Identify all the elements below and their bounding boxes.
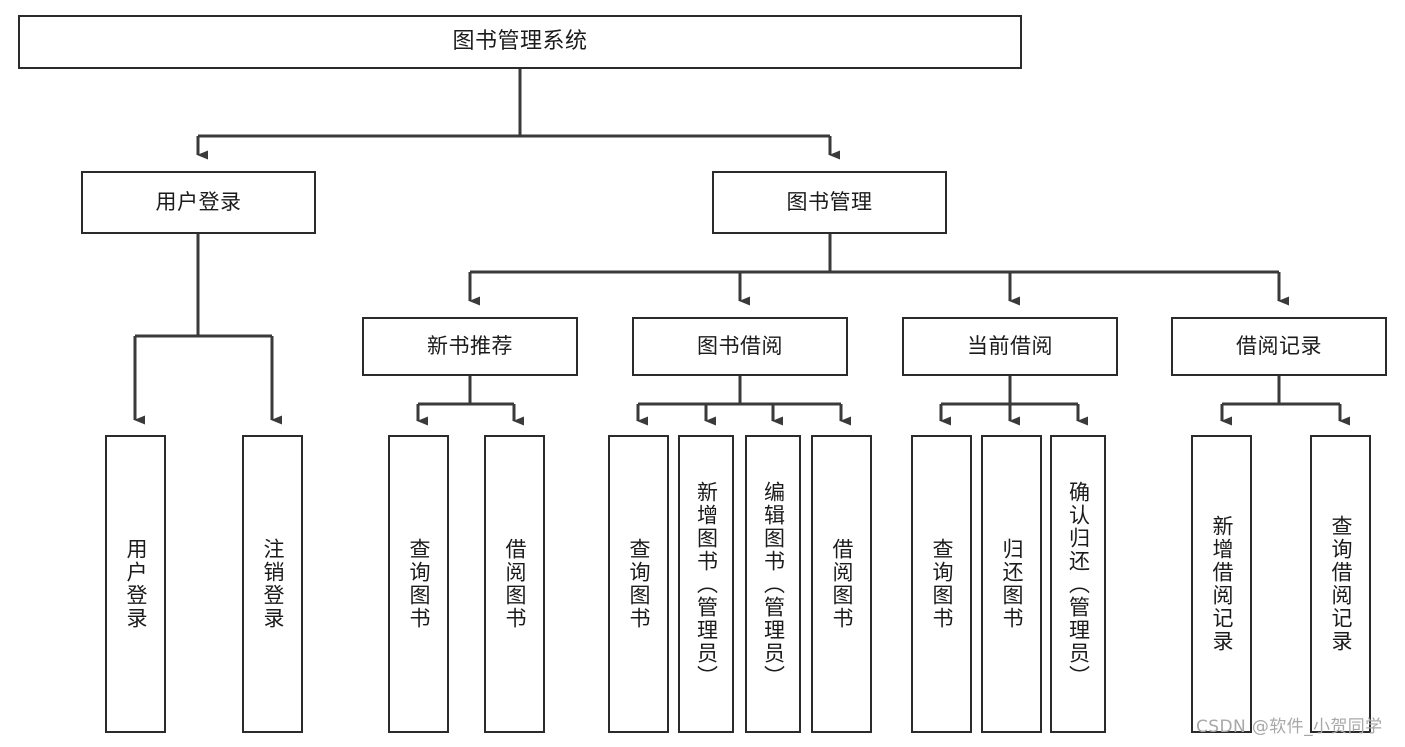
node-leaf-add-book[interactable]: 新增图书（管理员） bbox=[678, 435, 734, 733]
node-leaf-return-book-label: 归还图书 bbox=[1000, 538, 1024, 630]
node-current-borrow[interactable]: 当前借阅 bbox=[902, 317, 1118, 376]
node-leaf-query-book-2[interactable]: 查询图书 bbox=[608, 435, 669, 733]
node-leaf-borrow-book-2[interactable]: 借阅图书 bbox=[811, 435, 872, 733]
node-new-book-rec[interactable]: 新书推荐 bbox=[362, 317, 578, 376]
node-leaf-add-record[interactable]: 新增借阅记录 bbox=[1191, 435, 1252, 733]
node-root-label: 图书管理系统 bbox=[452, 29, 588, 55]
node-leaf-user-login[interactable]: 用户登录 bbox=[105, 435, 166, 733]
node-leaf-query-record-label: 查询借阅记录 bbox=[1329, 515, 1353, 653]
node-leaf-add-record-label: 新增借阅记录 bbox=[1210, 515, 1234, 653]
node-new-book-rec-label: 新书推荐 bbox=[427, 334, 513, 359]
node-leaf-query-book-1-label: 查询图书 bbox=[407, 538, 431, 630]
node-borrow-record-label: 借阅记录 bbox=[1236, 334, 1322, 359]
node-leaf-query-book-2-label: 查询图书 bbox=[627, 538, 651, 630]
node-leaf-query-book-3[interactable]: 查询图书 bbox=[911, 435, 972, 733]
node-book-borrow[interactable]: 图书借阅 bbox=[632, 317, 848, 376]
node-leaf-return-book[interactable]: 归还图书 bbox=[981, 435, 1042, 733]
node-leaf-user-login-label: 用户登录 bbox=[124, 538, 148, 630]
node-leaf-borrow-book-1[interactable]: 借阅图书 bbox=[484, 435, 545, 733]
node-leaf-confirm-return[interactable]: 确认归还（管理员） bbox=[1050, 435, 1106, 733]
node-leaf-query-book-3-label: 查询图书 bbox=[930, 538, 954, 630]
node-leaf-borrow-book-1-label: 借阅图书 bbox=[503, 538, 527, 630]
node-book-borrow-label: 图书借阅 bbox=[697, 334, 783, 359]
node-leaf-logout-login-label: 注销登录 bbox=[261, 538, 285, 630]
node-user-login[interactable]: 用户登录 bbox=[81, 171, 316, 234]
node-leaf-logout-login[interactable]: 注销登录 bbox=[242, 435, 303, 733]
watermark-text: CSDN @软件_小贺同学 bbox=[1196, 717, 1383, 737]
node-book-manage-label: 图书管理 bbox=[786, 190, 873, 215]
node-root[interactable]: 图书管理系统 bbox=[18, 15, 1022, 69]
node-book-manage[interactable]: 图书管理 bbox=[712, 171, 947, 234]
node-leaf-query-record[interactable]: 查询借阅记录 bbox=[1310, 435, 1371, 733]
node-user-login-label: 用户登录 bbox=[155, 190, 242, 215]
node-leaf-confirm-return-label: 确认归还（管理员） bbox=[1066, 480, 1091, 688]
node-borrow-record[interactable]: 借阅记录 bbox=[1171, 317, 1387, 376]
node-leaf-add-book-label: 新增图书（管理员） bbox=[694, 480, 719, 688]
node-leaf-edit-book-label: 编辑图书（管理员） bbox=[761, 480, 786, 688]
node-current-borrow-label: 当前借阅 bbox=[967, 334, 1053, 359]
node-leaf-borrow-book-2-label: 借阅图书 bbox=[830, 538, 854, 630]
node-leaf-query-book-1[interactable]: 查询图书 bbox=[388, 435, 449, 733]
node-leaf-edit-book[interactable]: 编辑图书（管理员） bbox=[745, 435, 801, 733]
